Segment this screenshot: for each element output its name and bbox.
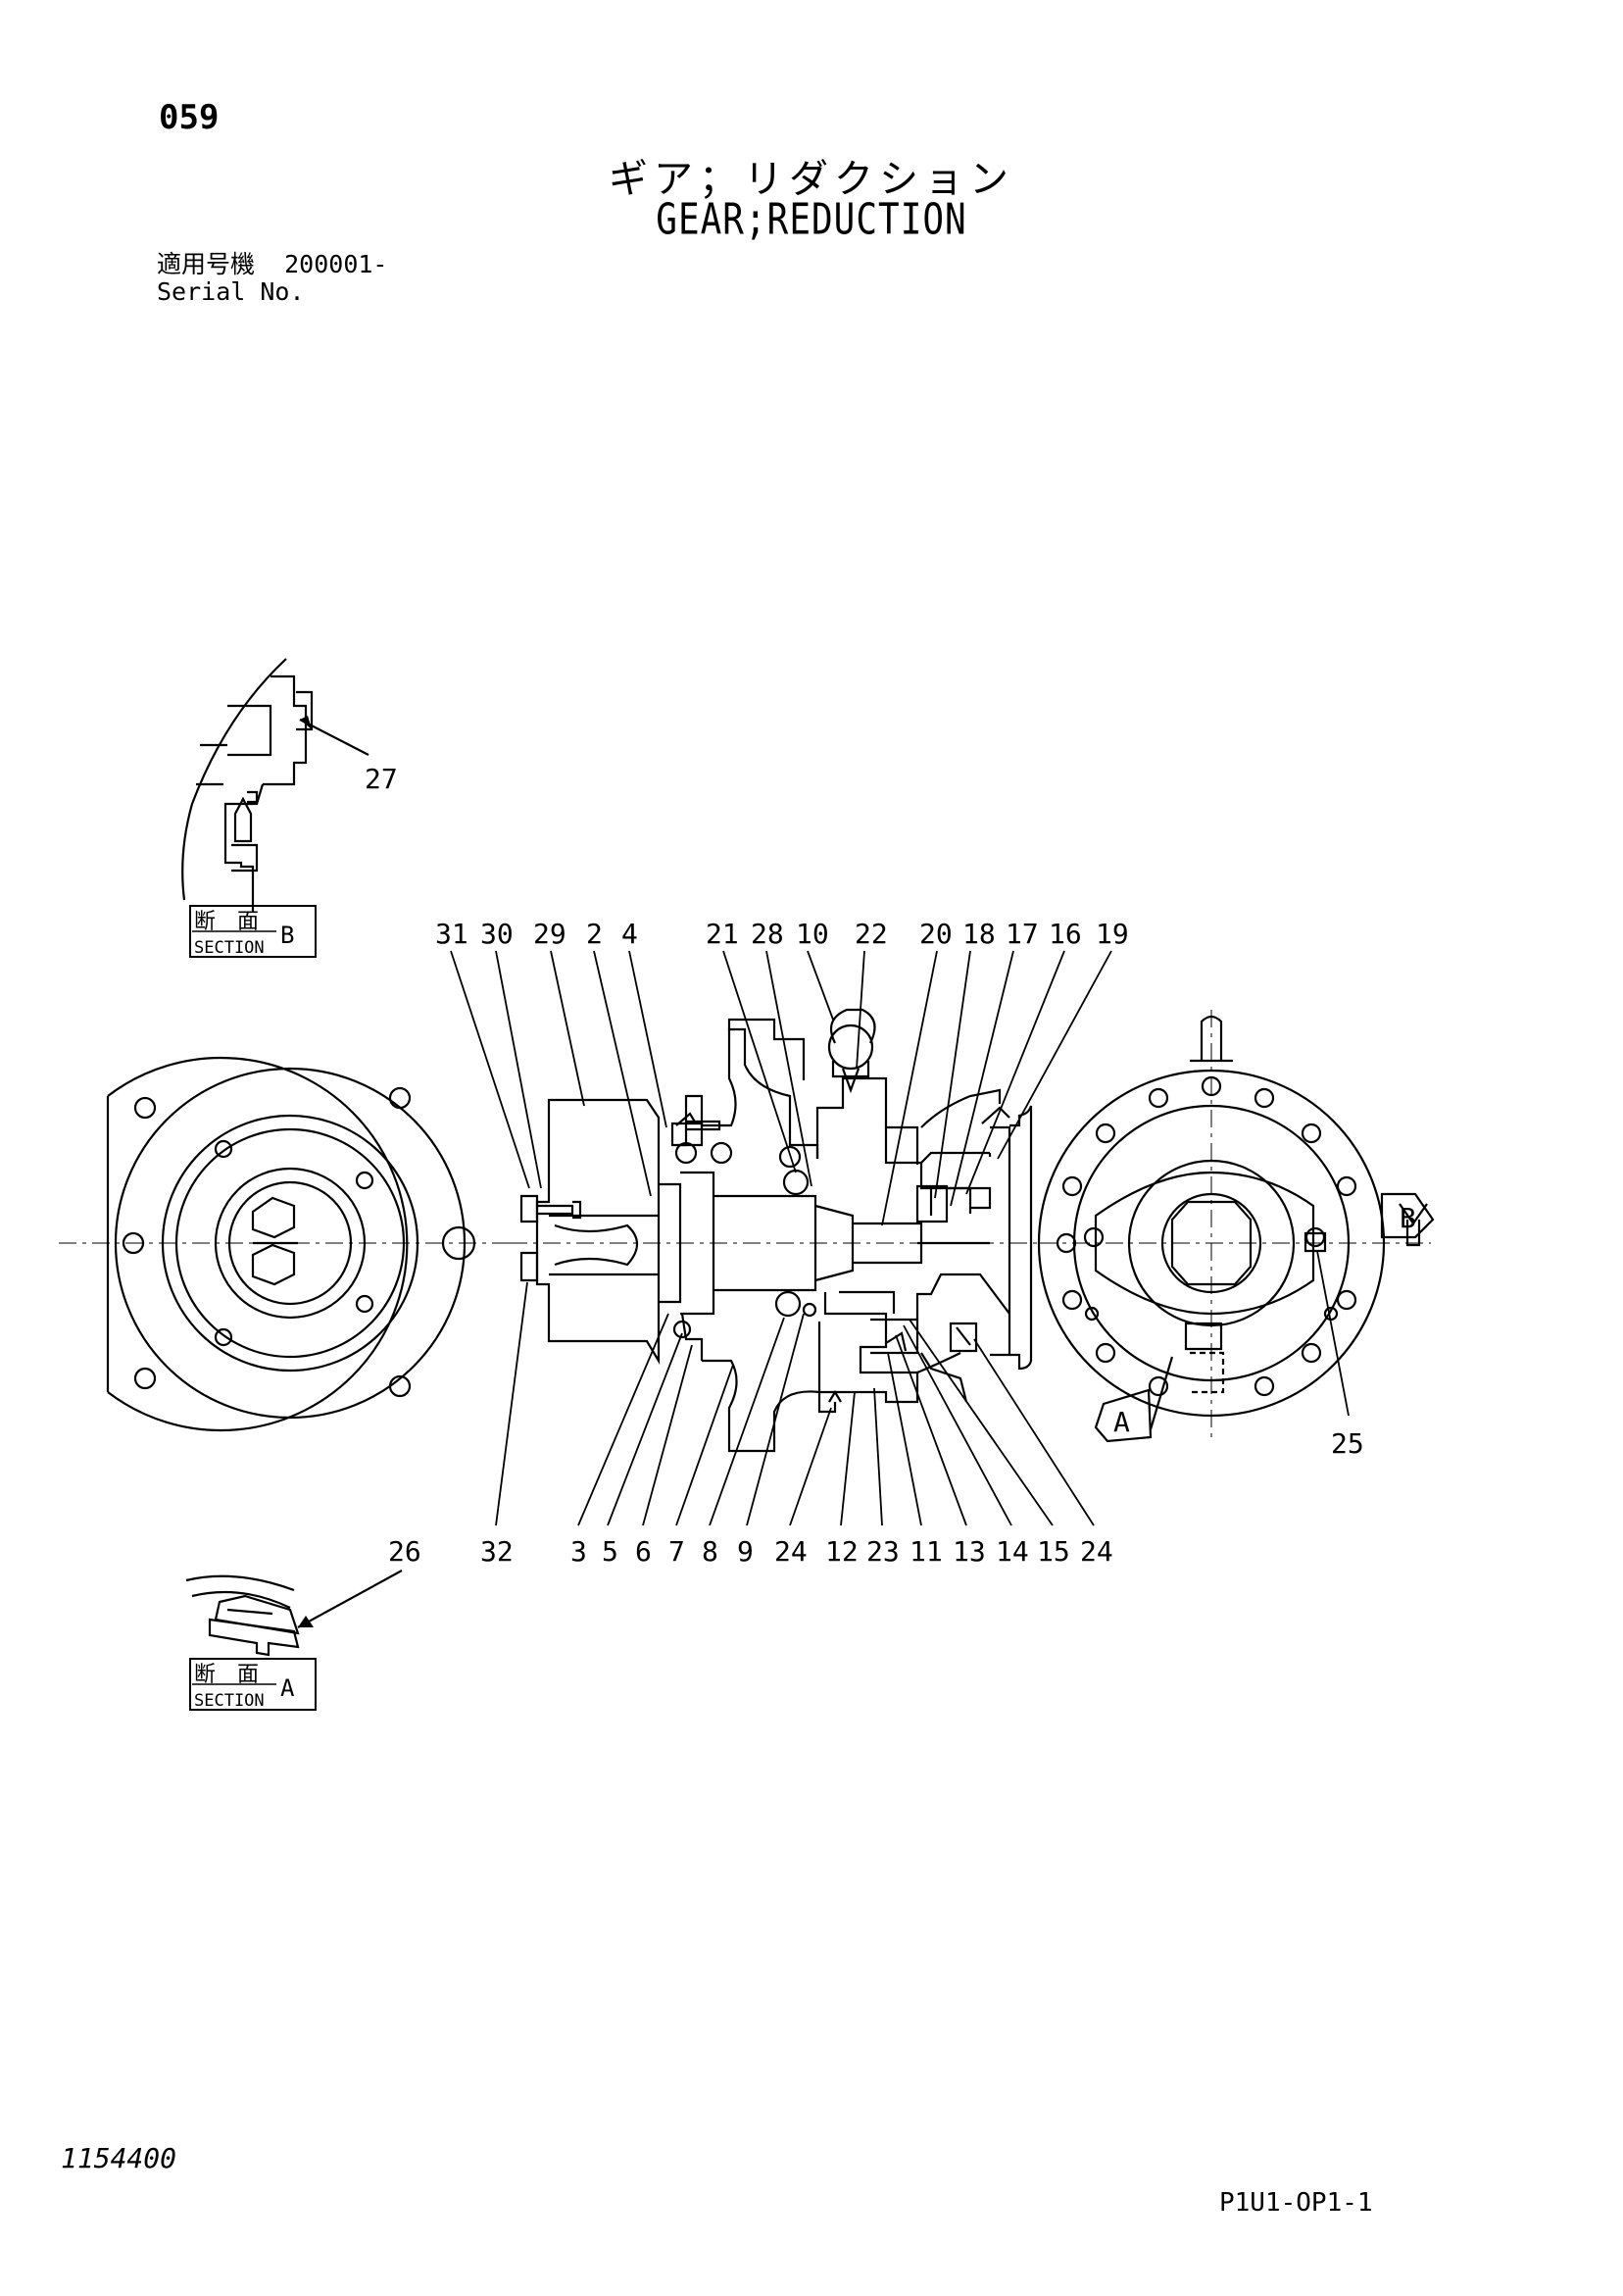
sheet-code: P1U1-OP1-1 [1219,2188,1373,2218]
view-marker-a-letter: A [1113,1406,1130,1438]
callout-8: 8 [702,1535,718,1568]
page-number: 059 [159,98,220,137]
section-a-en: SECTION [194,1691,265,1711]
callout-15: 15 [1037,1535,1070,1568]
right-end-view [1037,1010,1431,1441]
callout-22: 22 [855,918,888,950]
document-number: 1154400 [61,2142,177,2174]
callout-10: 10 [796,918,829,950]
leaders-top [450,950,1112,1226]
section-a-jp: 断 面 [194,1663,259,1687]
title-english: GEAR;REDUCTION [656,195,967,245]
callout-9: 9 [737,1535,754,1568]
serial-value: 200001- [284,250,388,278]
view-marker-b-letter: B [1400,1202,1416,1234]
section-b-jp: 断 面 [194,910,259,934]
callout-21: 21 [706,918,739,950]
center-cross-section [510,1008,1039,1453]
callout-6: 6 [635,1535,652,1568]
callout-24-a: 24 [774,1535,808,1568]
callout-14: 14 [996,1535,1029,1568]
serial-label-jp: 適用号機 [157,250,256,278]
callout-20: 20 [919,918,953,950]
section-a-label: 断 面 SECTION A [189,1658,317,1711]
callout-13: 13 [953,1535,986,1568]
callout-29: 29 [533,918,566,950]
callouts-bottom: 32 3 5 6 7 8 9 24 12 23 11 13 14 15 24 [480,1535,1113,1568]
view-marker-a: A [1094,1356,1174,1443]
callout-3: 3 [570,1535,587,1568]
callout-25: 25 [1331,1427,1364,1460]
callout-32: 32 [480,1535,514,1568]
section-a-detail [185,1570,403,1657]
callout-17: 17 [1006,918,1039,950]
callout-24-b: 24 [1080,1535,1113,1568]
section-b-label: 断 面 SECTION B [189,905,317,958]
callout-4: 4 [621,918,638,950]
serial-label-en: Serial No. [157,277,305,306]
callout-19: 19 [1096,918,1129,950]
callout-26: 26 [388,1535,421,1568]
callout-30: 30 [480,918,514,950]
callout-16: 16 [1049,918,1082,950]
title-japanese: ギア；リダクション [609,157,1014,202]
callout-2: 2 [586,918,603,950]
view-marker-b: B [1380,1192,1435,1239]
section-a-letter: A [280,1674,295,1702]
left-end-view [59,1056,510,1432]
callout-27: 27 [365,763,398,795]
callout-23: 23 [866,1535,900,1568]
callout-11: 11 [910,1535,943,1568]
callout-12: 12 [825,1535,859,1568]
serial-info: 適用号機 200001- Serial No. [157,251,387,306]
callout-31: 31 [435,918,468,950]
section-b-en: SECTION [194,938,265,958]
callout-18: 18 [962,918,996,950]
callout-28: 28 [751,918,784,950]
leaders-bottom [495,1250,1350,1526]
callouts-top: 31 30 29 2 4 21 28 10 22 20 18 17 16 19 [435,918,1129,950]
callout-5: 5 [602,1535,618,1568]
section-b-detail [181,658,369,912]
section-b-letter: B [280,922,294,949]
callout-7: 7 [668,1535,685,1568]
